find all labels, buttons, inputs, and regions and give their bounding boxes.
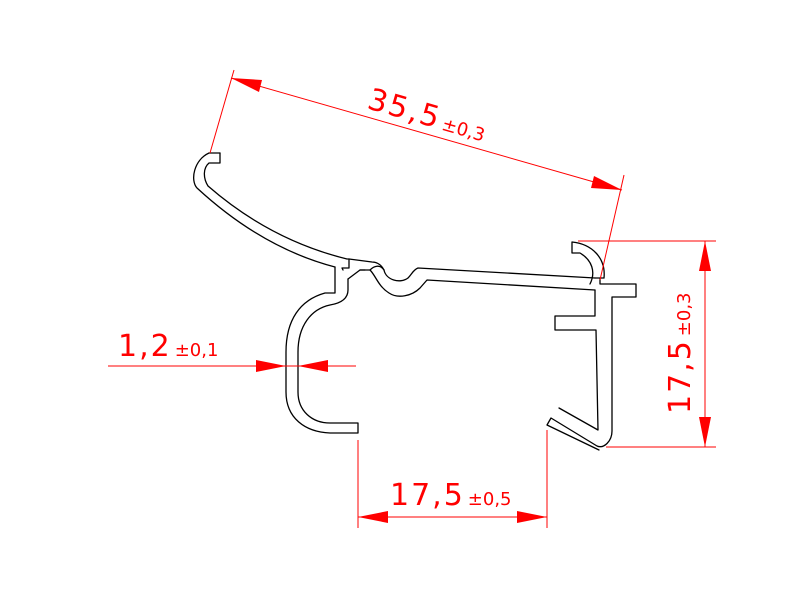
profile-bulb-top (348, 258, 596, 282)
arrow-top-right (591, 176, 622, 190)
extension-line-right (599, 174, 625, 281)
wall-thickness-label: 1,2±0,1 (118, 329, 218, 364)
top-width-label: 35,5±0,3 (364, 82, 490, 149)
dimension-top-width: 35,5±0,3 (209, 69, 625, 281)
aluminium-profile (193, 152, 637, 451)
bottom-width-value: 17,5 (390, 478, 465, 513)
arrow-thickness-right (298, 360, 328, 372)
height-tolerance: ±0,3 (674, 292, 695, 336)
arrow-height-bottom (699, 417, 711, 447)
arrow-bottom-left (358, 511, 388, 523)
wall-thickness-value: 1,2 (118, 329, 172, 364)
profile-right-hook (554, 289, 599, 431)
dimension-line-top (230, 77, 623, 191)
profile-right-top-hook (571, 241, 605, 285)
arrow-thickness-left (256, 360, 286, 372)
profile-bulb (347, 269, 596, 297)
bottom-width-label: 17,5±0,5 (390, 478, 512, 513)
profile-bulb-inner (359, 265, 385, 271)
dimension-wall-thickness: 1,2±0,1 (108, 329, 356, 372)
profile-top-lip (203, 152, 350, 271)
profile-c-hook-outer (285, 266, 359, 434)
profile-top-lip-inner (193, 152, 336, 268)
dimension-bottom-width: 17,5±0,5 (357, 430, 548, 528)
top-width-tolerance: ±0,3 (439, 114, 487, 146)
arrow-bottom-right (517, 511, 547, 523)
height-value: 17,5 (663, 339, 698, 414)
wall-thickness-tolerance: ±0,1 (175, 340, 219, 361)
height-label: 17,5 ±0,3 (663, 292, 698, 414)
arrow-top-left (231, 78, 262, 92)
arrow-height-top (699, 241, 711, 271)
extension-line-left (209, 69, 235, 154)
dimension-height: 17,5 ±0,3 (578, 240, 716, 448)
bottom-width-tolerance: ±0,5 (468, 489, 512, 510)
profile-right-flange (546, 277, 637, 451)
